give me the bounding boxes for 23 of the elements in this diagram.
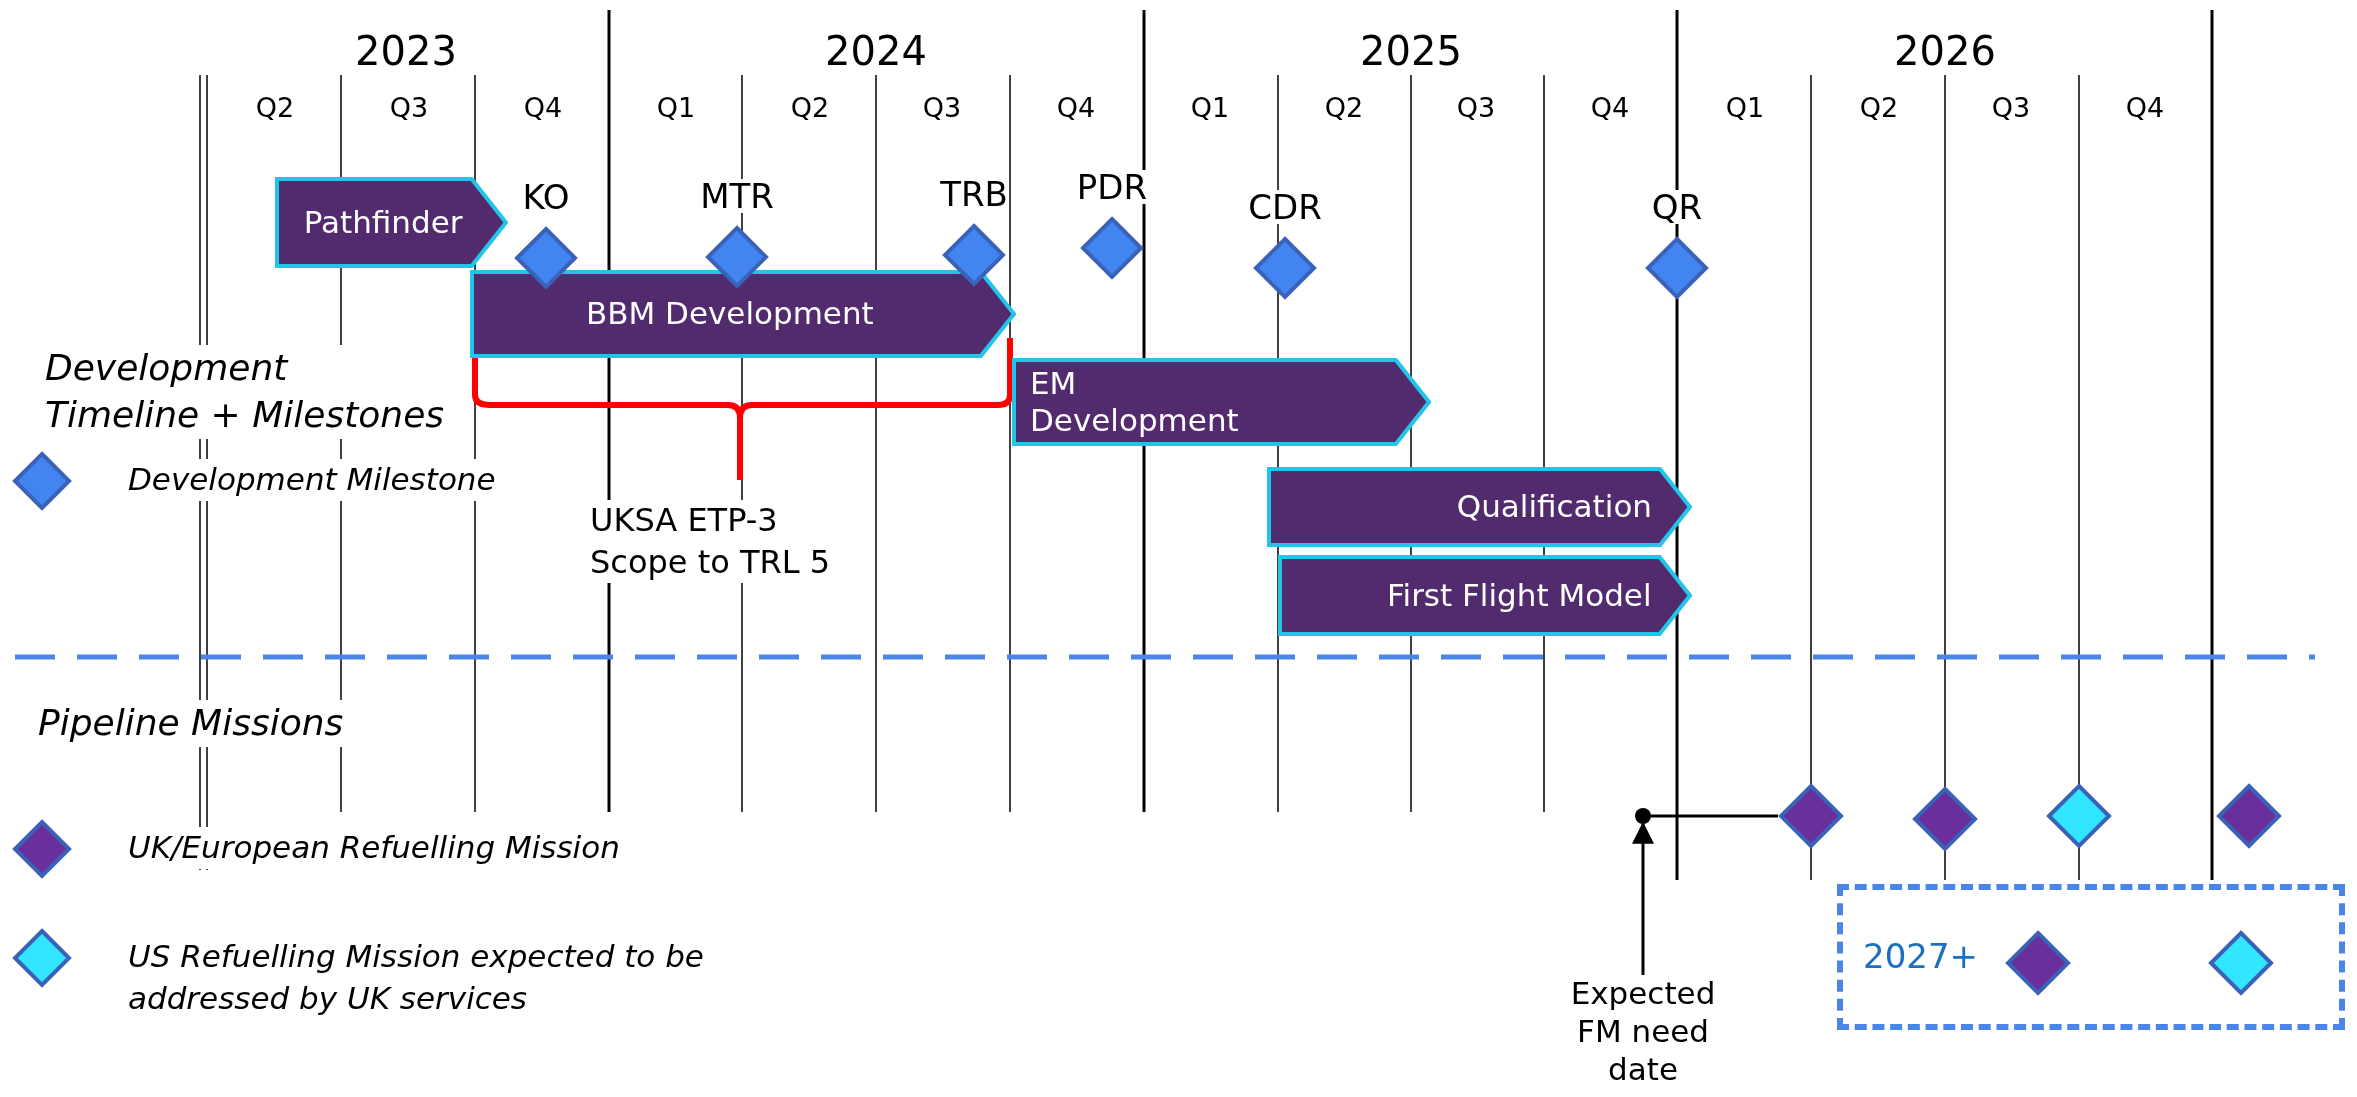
dashed-group-box <box>1837 884 2345 1030</box>
legend-text: Development Milestone <box>128 459 496 501</box>
chevron-bar: Pathfinder <box>275 177 508 268</box>
milestone-label: QR <box>1651 190 1703 224</box>
connector-line <box>1651 814 1778 818</box>
mission-diamond <box>2208 930 2274 996</box>
arrow <box>1632 821 1654 975</box>
legend-text: UK/European Refuelling Mission <box>128 827 620 869</box>
chevron-bar: First Flight Model <box>1278 555 1692 636</box>
dot-marker <box>1635 808 1651 824</box>
chevron-bar: EM Development <box>1012 358 1431 446</box>
mission-diamond <box>2005 930 2071 996</box>
mission-diamond <box>1778 783 1844 849</box>
section-heading: Development Timeline + Milestones <box>45 345 445 439</box>
milestone-label: CDR <box>1248 190 1322 224</box>
mission-diamond <box>2216 783 2282 849</box>
chevron-bar: Qualification <box>1267 467 1692 547</box>
group-label: 2027+ <box>1863 936 1978 976</box>
chevron-bar: BBM Development <box>470 270 1016 358</box>
mission-diamond <box>2046 783 2112 849</box>
mission-diamond <box>1912 786 1978 852</box>
milestone-label: MTR <box>700 179 774 213</box>
section-heading: Pipeline Missions <box>38 700 344 747</box>
